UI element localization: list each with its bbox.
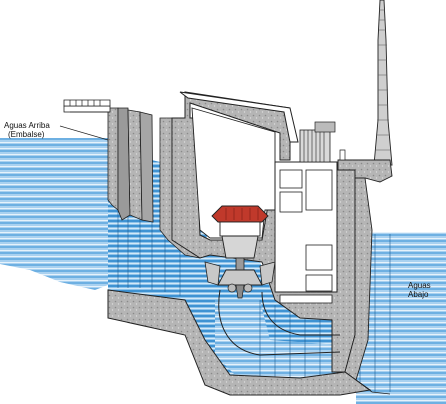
transmission-tower — [373, 0, 393, 166]
generator-roof — [211, 205, 269, 223]
tailrace-water — [215, 300, 340, 380]
dam-crest-railing — [63, 99, 111, 113]
upstream-reservoir-water — [0, 138, 108, 290]
generator-body — [219, 221, 261, 237]
upstream-label-line2: (Embalse) — [8, 130, 45, 139]
downstream-wall — [344, 177, 373, 381]
generator-unit — [211, 205, 269, 271]
service-tower — [274, 161, 338, 304]
powerhouse-roof-frame — [179, 91, 299, 143]
downstream-label-line1: Aguas — [408, 281, 431, 290]
spiral-casing — [204, 261, 276, 286]
upstream-label-leader — [59, 125, 109, 141]
upstream-water-label: Aguas Arriba (Embalse) — [4, 121, 50, 139]
upstream-label-line1: Aguas Arriba — [4, 121, 50, 130]
turbine-runner — [217, 269, 263, 299]
downstream-label-line2: Abajo — [408, 290, 429, 299]
downstream-ground-line — [355, 379, 391, 395]
turbine-housing — [221, 235, 259, 259]
switchyard-equipment — [299, 121, 336, 163]
downstream-water-label: Aguas Abajo — [408, 281, 431, 299]
generator-hall — [191, 107, 276, 239]
draft-tube — [218, 289, 341, 356]
